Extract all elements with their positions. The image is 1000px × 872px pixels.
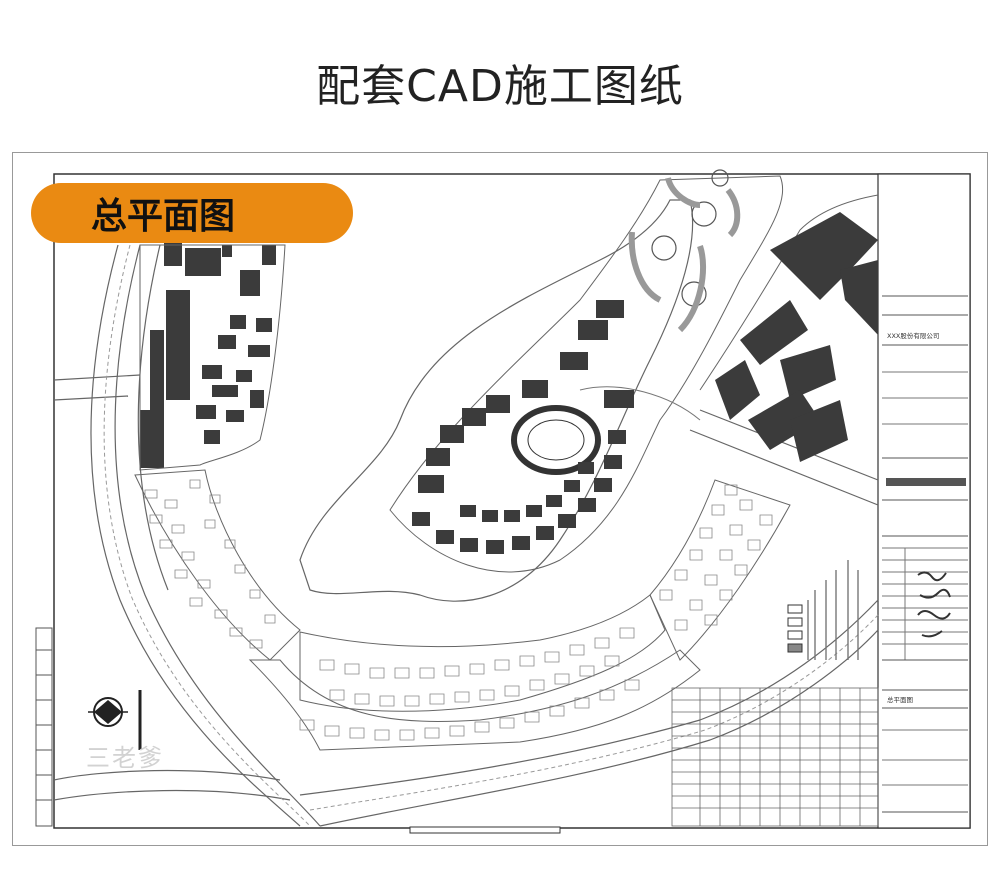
road-network [53,244,879,827]
page-title: 配套CAD施工图纸 [316,61,684,112]
legend-notes [787,560,859,660]
title-block-text: XXX股份有限公司 总平面图 [887,331,939,704]
residential-texture [144,479,773,741]
company-name: XXX股份有限公司 [887,331,939,340]
title-block [877,173,971,829]
northwest-buildings [140,240,276,468]
section-badge: 总平面图 [31,183,353,243]
schedule-table [671,687,879,827]
pavilion-cluster [628,169,741,333]
watermark: 三老爹 [86,744,164,772]
northeast-buildings [715,212,878,462]
left-binding-strip [35,627,53,827]
residential-blocks [134,469,791,751]
north-arrow-icon [88,690,142,750]
sheet-name: 总平面图 [887,695,913,704]
central-building-cluster [412,300,634,554]
